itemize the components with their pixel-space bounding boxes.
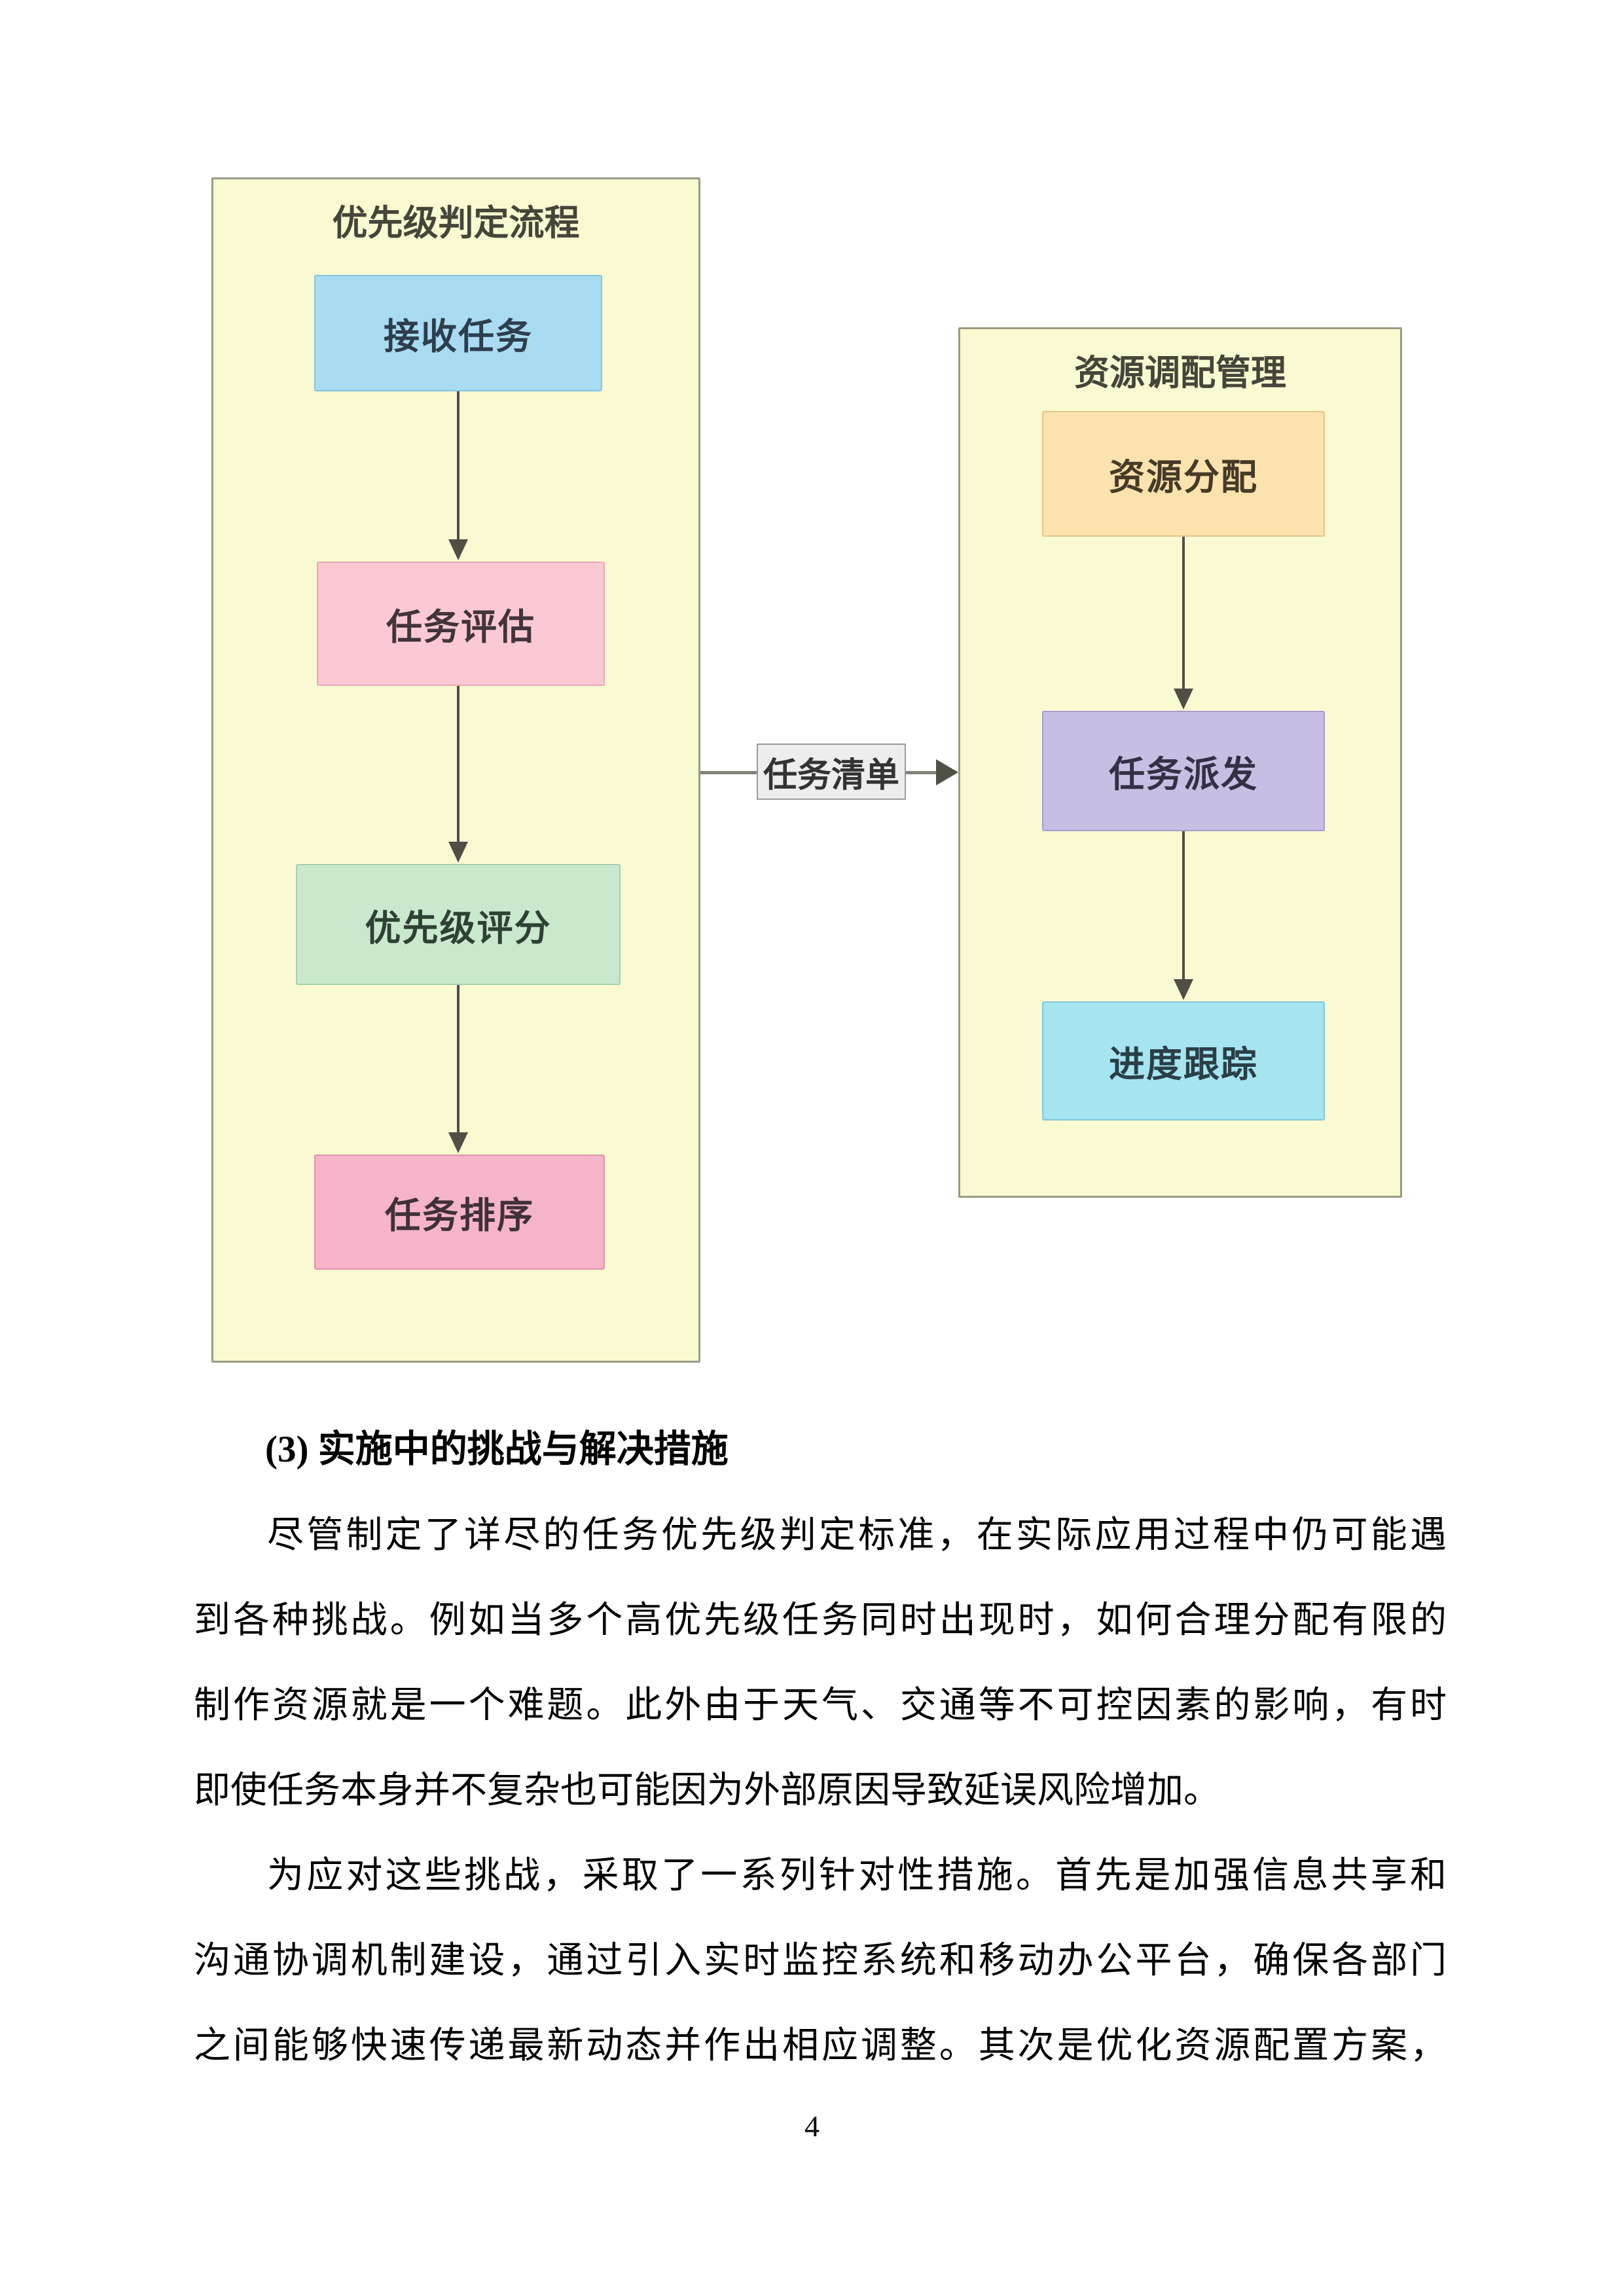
node-priority-score: 优先级评分 (296, 864, 621, 985)
arrow-down-icon (448, 539, 468, 560)
paragraph-line: 之间能够快速传递最新动态并作出相应调整。其次是优化资源配置方案， (194, 2026, 1447, 2063)
paragraph-line: 尽管制定了详尽的任务优先级判定标准，在实际应用过程中仍可能遇 (267, 1515, 1447, 1552)
node-progress-tracking: 进度跟踪 (1042, 1001, 1325, 1121)
arrow-dispatch-to-track-line (1182, 831, 1185, 979)
subgraph-priority-title: 优先级判定流程 (332, 204, 580, 243)
arrow-score-to-sort-line (457, 985, 460, 1132)
arrow-alloc-to-dispatch-line (1182, 537, 1185, 689)
paragraph-line: 沟通协调机制建设，通过引入实时监控系统和移动办公平台，确保各部门 (194, 1941, 1447, 1978)
paragraph-line: 为应对这些挑战，采取了一系列针对性措施。首先是加强信息共享和 (267, 1856, 1447, 1893)
arrow-down-icon (1174, 689, 1193, 709)
node-task-evaluation: 任务评估 (317, 562, 605, 686)
subgraph-resource-title: 资源调配管理 (1074, 353, 1286, 393)
arrow-receive-to-evaluate-line (457, 391, 460, 539)
paragraph-line: 到各种挑战。例如当多个高优先级任务同时出现时，如何合理分配有限的 (194, 1600, 1447, 1638)
edge-label-task-list: 任务清单 (757, 744, 906, 800)
paragraph-line: 即使任务本身并不复杂也可能因为外部原因导致延误风险增加。 (194, 1770, 1220, 1808)
arrow-down-icon (448, 1132, 468, 1153)
arrow-down-icon (448, 842, 468, 863)
paragraph-line: 制作资源就是一个难题。此外由于天气、交通等不可控因素的影响，有时 (194, 1685, 1447, 1723)
node-task-dispatch: 任务派发 (1042, 711, 1325, 831)
node-task-sorting: 任务排序 (314, 1155, 605, 1270)
arrow-down-icon (1174, 979, 1193, 1000)
node-resource-allocation: 资源分配 (1042, 411, 1325, 537)
node-receive-task: 接收任务 (314, 275, 602, 391)
section-heading: (3) 实施中的挑战与解决措施 (265, 1429, 729, 1470)
page-number: 4 (804, 2109, 820, 2143)
arrow-right-icon (936, 759, 958, 785)
arrow-evaluate-to-score-line (457, 686, 460, 842)
